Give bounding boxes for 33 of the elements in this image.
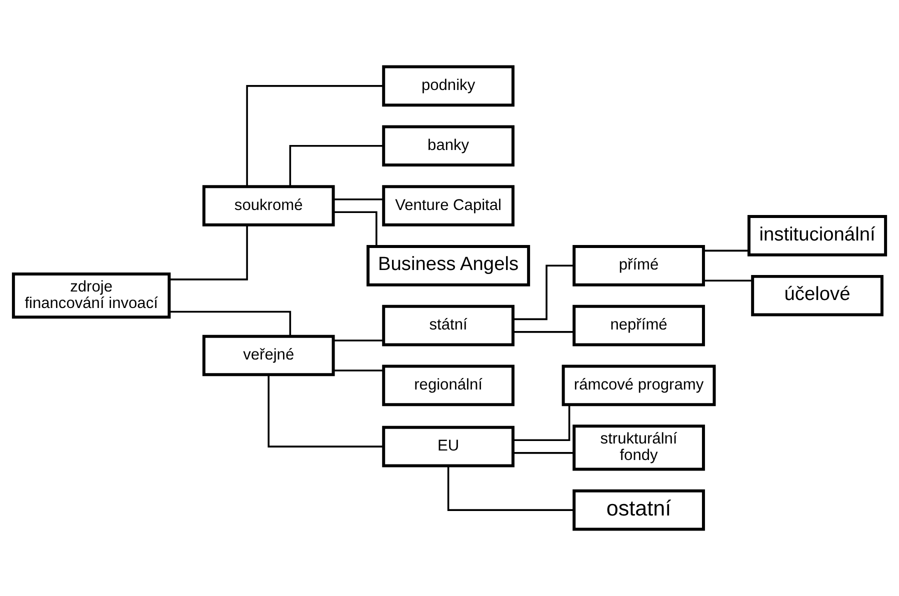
node-box: institucionální — [748, 215, 888, 256]
node-box: veřejné — [202, 334, 335, 376]
connector — [333, 198, 384, 200]
node-box: strukturální fondy — [572, 424, 705, 471]
connector — [268, 374, 384, 448]
node-box: regionální — [382, 364, 514, 406]
connector — [289, 144, 384, 186]
connector — [246, 85, 384, 186]
node-box: státní — [382, 304, 514, 346]
node-box: soukromé — [202, 185, 335, 226]
node-box: účelové — [751, 274, 884, 316]
node-box: ostatní — [572, 489, 705, 531]
node-box: Business Angels — [366, 244, 530, 286]
node-box: rámcové programy — [562, 364, 716, 406]
connector — [169, 310, 292, 336]
node-box: banky — [382, 125, 514, 167]
connector — [170, 225, 248, 280]
connector — [447, 466, 574, 511]
node-box: EU — [382, 426, 514, 468]
connector — [704, 280, 752, 282]
connector — [513, 264, 574, 320]
node-box: zdroje financování invoací — [12, 272, 171, 319]
connector — [513, 404, 570, 442]
node-box: přímé — [572, 244, 705, 286]
node-box: Venture Capital — [382, 185, 514, 226]
node-box: podniky — [382, 65, 514, 107]
connector — [333, 340, 384, 342]
node-box: nepřímé — [572, 304, 705, 346]
connector — [513, 452, 574, 454]
connector — [513, 331, 574, 333]
connector — [704, 250, 749, 252]
connector — [334, 211, 378, 246]
connector — [333, 370, 384, 372]
